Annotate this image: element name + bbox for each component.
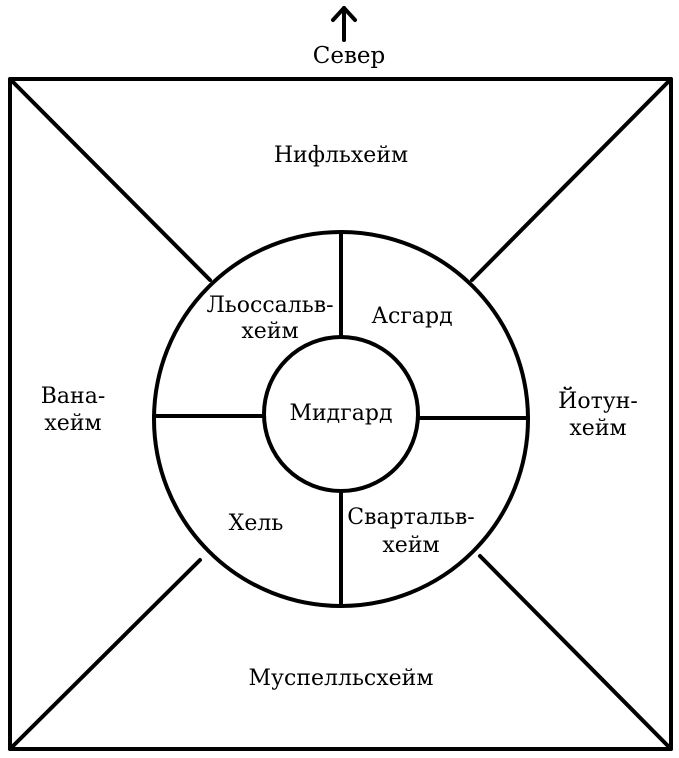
realm-left-label-line2: хейм bbox=[44, 411, 101, 436]
realm-top-label: Нифльхейм bbox=[274, 143, 408, 168]
ring-bottom-right-label-line1: Свартальв- bbox=[347, 505, 474, 530]
ring-top-left-label-line2: хейм bbox=[241, 319, 298, 344]
realm-left-label-line1: Вана- bbox=[41, 384, 106, 409]
diagonal-bottom-left bbox=[8, 558, 202, 751]
outer-square bbox=[8, 77, 673, 751]
center-label: Мидгард bbox=[289, 401, 392, 426]
diagonal-top-left bbox=[8, 77, 212, 282]
ring-bottom-right-label-line2: хейм bbox=[382, 533, 439, 558]
diagonal-top-right bbox=[470, 77, 673, 282]
diagonal-bottom-right bbox=[478, 554, 673, 751]
ring-top-right-label: Асгард bbox=[371, 304, 452, 329]
north-label: Север bbox=[313, 43, 386, 69]
ring-bottom-left-label: Хель bbox=[229, 511, 284, 536]
realm-right-label-line2: хейм bbox=[569, 416, 626, 441]
realm-right-label-line1: Йотун- bbox=[558, 386, 638, 414]
arrow-up-icon bbox=[331, 6, 357, 42]
realm-bottom-label: Муспелльсхейм bbox=[249, 666, 434, 691]
ring-top-left-label-line1: Льоссальв- bbox=[206, 293, 333, 318]
